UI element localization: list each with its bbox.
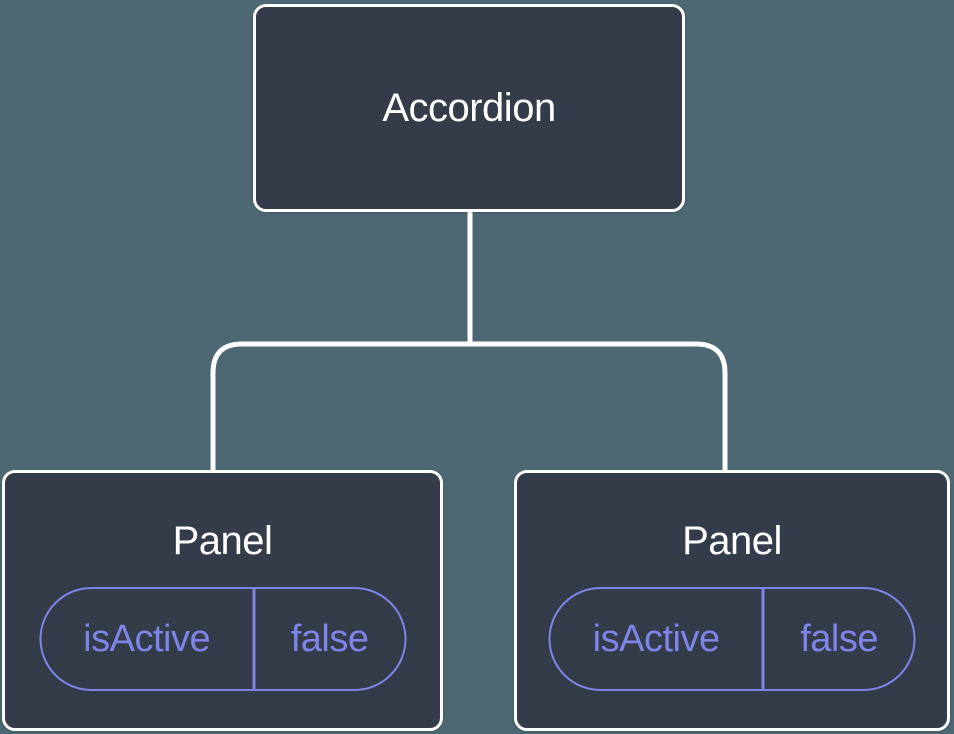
state-key-label: isActive xyxy=(592,617,720,660)
node-panel-right-label: Panel xyxy=(682,519,782,563)
state-value-label: false xyxy=(252,589,404,689)
state-value-label: false xyxy=(761,589,914,689)
node-accordion-label: Accordion xyxy=(382,86,556,130)
node-panel-right: Panel isActive false xyxy=(514,470,950,731)
connector-branch-line xyxy=(210,341,728,472)
state-pill: isActive false xyxy=(39,587,406,691)
node-panel-left: Panel isActive false xyxy=(2,470,443,731)
state-pill: isActive false xyxy=(548,587,916,691)
state-key-label: isActive xyxy=(83,617,211,660)
node-panel-left-label: Panel xyxy=(172,519,273,563)
node-accordion: Accordion xyxy=(253,4,685,212)
